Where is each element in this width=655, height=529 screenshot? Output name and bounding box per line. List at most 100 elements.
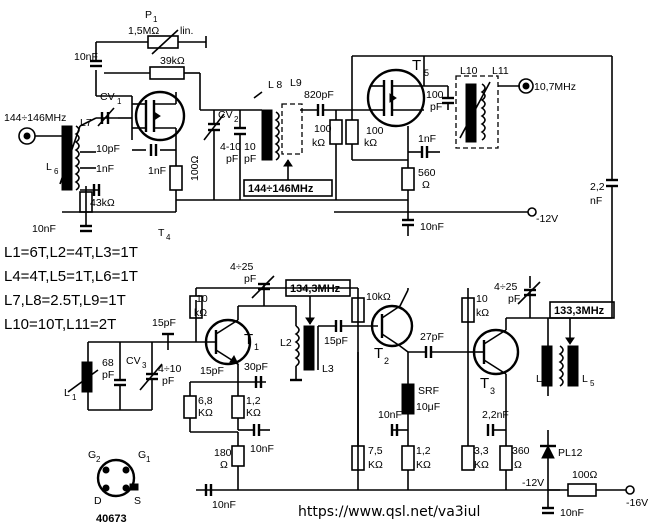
svg-text:kΩ: kΩ bbox=[194, 307, 207, 319]
srf-value-label: 10μF bbox=[416, 401, 440, 413]
svg-text:1: 1 bbox=[153, 15, 158, 24]
c-820pf-label: 820pF bbox=[304, 89, 334, 101]
svg-text:KΩ: KΩ bbox=[474, 459, 489, 471]
bottom-supply-label: -16V bbox=[626, 497, 648, 509]
c-1nf-b-label: 1nF bbox=[148, 165, 166, 177]
l8-label: L 8 bbox=[268, 79, 282, 91]
svg-text:kΩ: kΩ bbox=[312, 137, 325, 149]
l10-label: L10 bbox=[460, 65, 478, 77]
r-100k-label: 100 bbox=[314, 123, 332, 135]
coil-row-1: L1=6T,L2=4T,L3=1T bbox=[4, 244, 138, 261]
top-supply-label: -12V bbox=[536, 213, 558, 225]
l1-label: L bbox=[64, 387, 70, 399]
zener-node-label: -12V bbox=[522, 477, 544, 489]
r-6-8-label: 6,8 bbox=[198, 395, 213, 407]
t4-label: T bbox=[158, 227, 165, 239]
coil-row-3: L7,L8=2.5T,L9=1T bbox=[4, 292, 126, 309]
l11-label: L11 bbox=[492, 65, 509, 77]
l4-label: L bbox=[536, 373, 542, 385]
c-1nf-a-label: 1nF bbox=[96, 163, 114, 175]
pin-g2-label: G bbox=[88, 449, 96, 461]
c-27pf-label: 27pF bbox=[420, 331, 444, 343]
svg-text:5: 5 bbox=[424, 68, 429, 78]
srf-label: SRF bbox=[418, 385, 439, 397]
l6-label: L bbox=[46, 161, 52, 173]
svg-text:134,3MHz: 134,3MHz bbox=[290, 283, 341, 295]
c-4-25-osc-label: 4÷25 bbox=[230, 261, 253, 273]
r-3-3-label: 3,3 bbox=[474, 445, 489, 457]
cv1-label: CV bbox=[100, 91, 115, 103]
c-100pf-label: 100 bbox=[426, 89, 444, 101]
c-4-10-osc-label: 4÷10 bbox=[158, 363, 181, 375]
coil-row-4: L10=10T,L11=2T bbox=[4, 316, 116, 333]
c-15pf-b-label: 15pF bbox=[324, 335, 348, 347]
c-10-label: 10 bbox=[244, 141, 256, 153]
svg-text:5: 5 bbox=[590, 379, 595, 388]
c-1nf-t5-label: 1nF bbox=[418, 133, 436, 145]
r-100-label: 100Ω bbox=[189, 155, 201, 181]
svg-text:144÷146MHz: 144÷146MHz bbox=[248, 183, 314, 195]
r-180-label: 180 bbox=[214, 447, 232, 459]
c-10nf-rail-label: 10nF bbox=[212, 499, 236, 511]
c-68pf-label: 68 bbox=[102, 357, 114, 369]
input-freq-label: 144÷146MHz bbox=[4, 112, 66, 124]
t1-label: T bbox=[244, 331, 253, 348]
svg-text:nF: nF bbox=[590, 195, 602, 207]
svg-text:1: 1 bbox=[117, 97, 122, 106]
l2-label: L2 bbox=[280, 337, 292, 349]
pin-d-label: D bbox=[94, 495, 102, 507]
r-360-label: 360 bbox=[512, 445, 530, 457]
freq-box-133 bbox=[549, 301, 615, 319]
svg-text:Ω: Ω bbox=[220, 459, 228, 471]
zener-label: PL12 bbox=[558, 447, 583, 459]
mosfet-package: G 2 G 1 D S 40673 bbox=[88, 449, 151, 525]
cv2-label: CV bbox=[218, 109, 233, 121]
buffer-stage: 10kΩ T 2 27pF SRF 10μF 10nF 1,2 KΩ 7,5 K… bbox=[351, 288, 468, 490]
l9-label: L9 bbox=[290, 77, 302, 89]
svg-text:133,3MHz: 133,3MHz bbox=[554, 305, 605, 317]
c-10nf-mul-label: 10nF bbox=[560, 507, 584, 519]
r-10k-mul-label: 10 bbox=[476, 293, 488, 305]
r-7-5-label: 7,5 bbox=[368, 445, 383, 457]
r-43k-label: 43kΩ bbox=[90, 197, 115, 209]
pot-label: P bbox=[145, 9, 152, 21]
part-number-label: 40673 bbox=[96, 513, 127, 525]
svg-text:2: 2 bbox=[234, 115, 239, 124]
pot-type-label: lin. bbox=[180, 25, 193, 37]
svg-text:pF: pF bbox=[244, 153, 256, 165]
t4-transistor-icon bbox=[134, 90, 186, 142]
r-560-label: 560 bbox=[418, 167, 436, 179]
multiplier-stage: 10 kΩ 3,3 KΩ T 3 4÷25 pF 133,3MHz L bbox=[461, 276, 648, 519]
svg-text:1: 1 bbox=[72, 393, 77, 402]
c-2-2nf-mul-label: 2,2nF bbox=[482, 409, 509, 421]
t2-label: T bbox=[374, 345, 383, 362]
svg-text:pF: pF bbox=[102, 369, 114, 381]
r-100k-t5-label: 100 bbox=[366, 125, 384, 137]
cv3-label: CV bbox=[126, 355, 141, 367]
svg-text:3: 3 bbox=[142, 361, 147, 370]
svg-text:3: 3 bbox=[490, 386, 495, 396]
coil-table: L1=6T,L2=4T,L3=1T L4=4T,L5=1T,L6=1T L7,L… bbox=[4, 244, 138, 333]
r-1-2-osc-label: 1,2 bbox=[246, 395, 261, 407]
svg-text:kΩ: kΩ bbox=[364, 137, 377, 149]
r-10k-osc-label: 10 bbox=[196, 293, 208, 305]
svg-text:6: 6 bbox=[54, 167, 59, 176]
if-amp-stage: T 5 100 kΩ 560 Ω 1nF 10nF 100 pF bbox=[334, 55, 618, 318]
package-outline-icon bbox=[96, 458, 136, 498]
c-10nf-bot-label: 10nF bbox=[32, 223, 56, 235]
svg-text:pF: pF bbox=[430, 101, 442, 113]
c-4-10-label: 4-10 bbox=[220, 141, 241, 153]
svg-text:kΩ: kΩ bbox=[476, 307, 489, 319]
mixer-stage: 144÷146MHz L 6 L7 CV 1 10nF P bbox=[4, 9, 408, 242]
output-connector-icon bbox=[518, 78, 534, 94]
c-10nf-osc-label: 10nF bbox=[250, 443, 274, 455]
svg-text:KΩ: KΩ bbox=[368, 459, 383, 471]
svg-text:pF: pF bbox=[508, 293, 520, 305]
r-10k-buf-label: 10kΩ bbox=[366, 291, 391, 303]
r-39k-label: 39kΩ bbox=[160, 55, 185, 67]
c-15pf-top-label: 15pF bbox=[152, 317, 176, 329]
c-2-2nf-label: 2,2 bbox=[590, 181, 605, 193]
svg-text:2: 2 bbox=[96, 455, 101, 464]
svg-text:pF: pF bbox=[226, 153, 238, 165]
